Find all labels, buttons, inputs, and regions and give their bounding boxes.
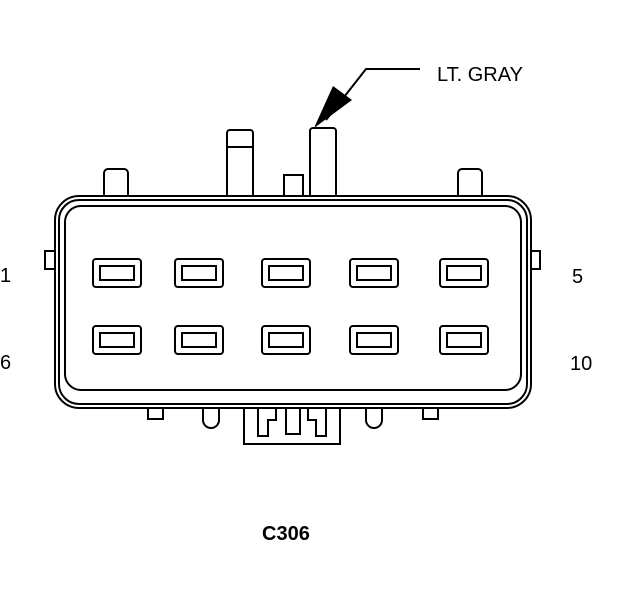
pin-cavity-1 bbox=[92, 258, 142, 288]
tall-post-right bbox=[309, 127, 337, 199]
pin-cavities bbox=[92, 258, 489, 355]
left-tab bbox=[103, 168, 129, 200]
pin-cavity-4 bbox=[349, 258, 399, 288]
top-features bbox=[103, 127, 483, 200]
callout-arrowhead bbox=[314, 86, 352, 128]
pin-label-6: 6 bbox=[0, 352, 11, 374]
bottom-features bbox=[147, 405, 439, 445]
pin-cavity-5 bbox=[439, 258, 489, 288]
pin-cavity-10 bbox=[439, 325, 489, 355]
tall-post-left bbox=[226, 129, 254, 199]
bottom-peg-left bbox=[202, 406, 220, 429]
connector-id: C306 bbox=[262, 523, 310, 545]
pin-cavity-2 bbox=[174, 258, 224, 288]
pin-cavity-9 bbox=[349, 325, 399, 355]
callout-label: LT. GRAY bbox=[437, 64, 523, 86]
pin-label-5: 5 bbox=[572, 266, 583, 288]
bottom-peg-right bbox=[365, 406, 383, 429]
connector-body bbox=[54, 195, 532, 409]
pin-cavity-3 bbox=[261, 258, 311, 288]
pin-cavity-6 bbox=[92, 325, 142, 355]
body-inner bbox=[64, 205, 522, 391]
body-outer bbox=[54, 195, 532, 409]
pin-label-10: 10 bbox=[570, 353, 592, 375]
side-nub-left bbox=[44, 250, 56, 270]
pin-cavity-8 bbox=[261, 325, 311, 355]
pin-cavity-7 bbox=[174, 325, 224, 355]
right-tab bbox=[457, 168, 483, 200]
body-middle bbox=[58, 199, 528, 405]
pin-label-1: 1 bbox=[0, 265, 11, 287]
small-post bbox=[283, 174, 304, 199]
